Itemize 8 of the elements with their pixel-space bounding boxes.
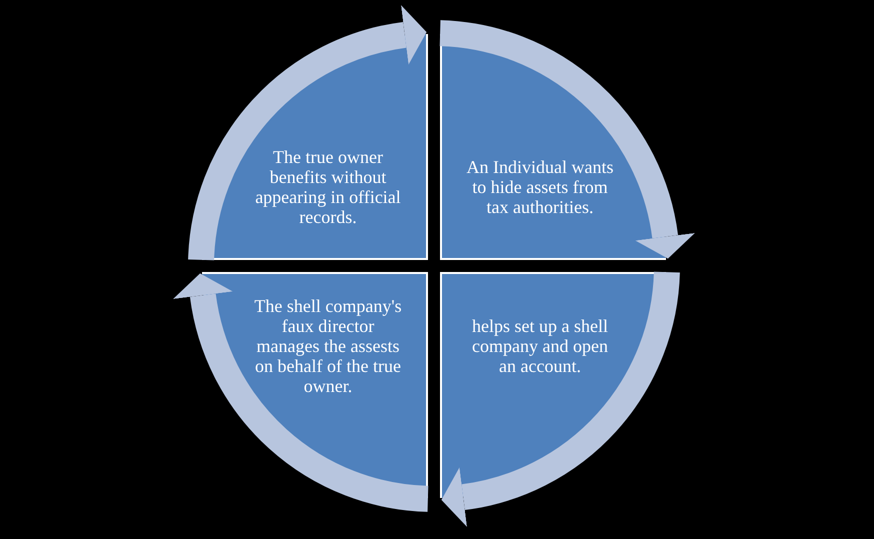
curved-arrow [173, 274, 430, 512]
segment-text: The true owner benefits without appearing in official records. [254, 147, 402, 227]
curved-arrow [442, 270, 680, 527]
segment-text: helps set up a shell company and open an account. [471, 316, 609, 376]
segment-text: An Individual wants to hide assets from tax authorities. [466, 157, 614, 217]
curved-arrow [188, 5, 426, 262]
curved-arrow [438, 20, 695, 258]
segment-text: The shell company's faux director manages the assests on behalf of the true owner. [253, 296, 403, 396]
